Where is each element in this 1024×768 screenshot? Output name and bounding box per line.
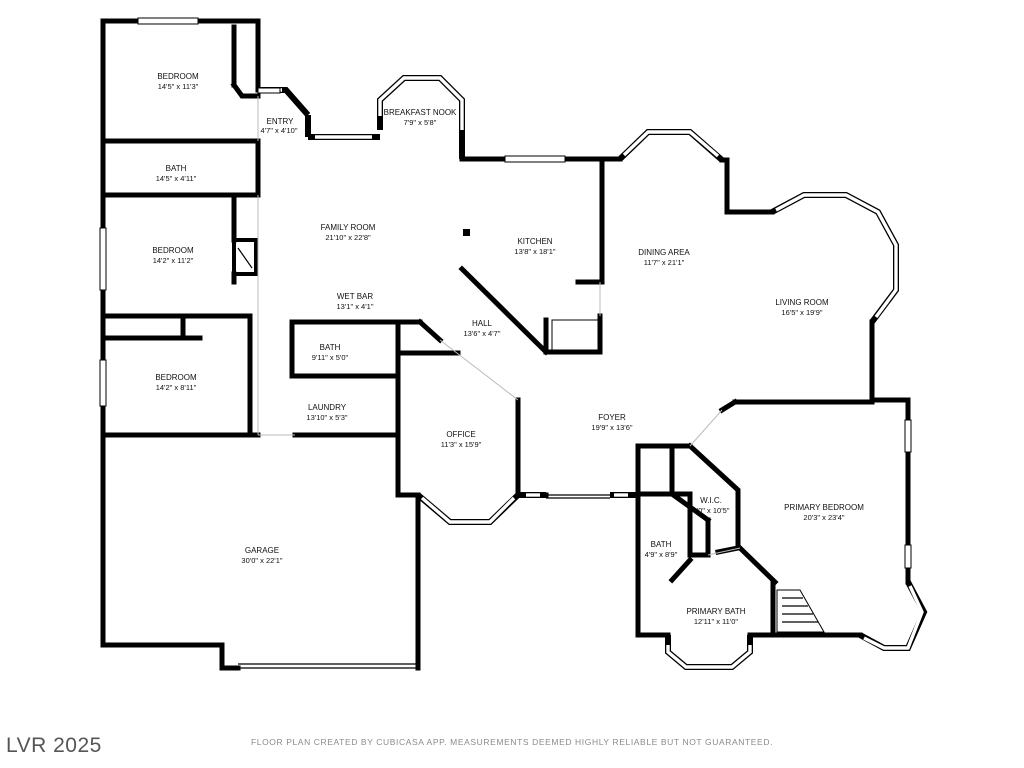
bedroom-1-dimensions: 14'5" x 11'3": [158, 82, 199, 91]
dining-area-dimensions: 11'7" x 21'1": [644, 258, 685, 267]
garage-dimensions: 30'0" x 22'1": [241, 556, 282, 565]
primary-bath-name: PRIMARY BATH: [686, 607, 745, 616]
windows: [99, 17, 912, 569]
room-labels: BEDROOM 14'5" x 11'3" ENTRY 4'7" x 4'10"…: [152, 72, 864, 626]
bath-3-dimensions: 4'9" x 8'9": [645, 550, 678, 559]
bedroom-2-dimensions: 14'2" x 11'2": [153, 256, 194, 265]
office-dimensions: 11'3" x 15'9": [441, 440, 482, 449]
wet-bar-name: WET BAR: [337, 292, 374, 301]
bath-3-name: BATH: [651, 540, 672, 549]
watermark-text: LVR 2025: [6, 734, 102, 757]
family-room-dimensions: 21'10" x 22'8": [325, 233, 371, 242]
living-room-dimensions: 16'5" x 19'9": [781, 308, 822, 317]
bay-windows: [258, 75, 928, 670]
bedroom-2-name: BEDROOM: [152, 246, 194, 255]
garage-name: GARAGE: [245, 546, 279, 555]
dining-area-name: DINING AREA: [638, 248, 690, 257]
hall-dimensions: 13'6" x 4'7": [464, 329, 501, 338]
primary-bath-dimensions: 12'11" x 11'0": [694, 617, 739, 626]
bath-1-name: BATH: [166, 164, 187, 173]
family-room-name: FAMILY ROOM: [321, 223, 376, 232]
kitchen-name: KITCHEN: [517, 237, 552, 246]
walls: [100, 18, 911, 671]
office-name: OFFICE: [446, 430, 475, 439]
entry-dimensions: 4'7" x 4'10": [261, 126, 298, 135]
foyer-dimensions: 19'9" x 13'6": [591, 423, 632, 432]
bedroom-3-dimensions: 14'2" x 8'11": [156, 383, 197, 392]
living-room-name: LIVING ROOM: [775, 298, 829, 307]
laundry-dimensions: 13'10" x 5'3": [306, 413, 347, 422]
entry-name: ENTRY: [267, 117, 295, 126]
foyer-name: FOYER: [598, 413, 626, 422]
laundry-name: LAUNDRY: [308, 403, 347, 412]
bath-2-dimensions: 9'11" x 5'0": [312, 353, 349, 362]
wic-dimensions: 6'0" x 10'5": [693, 506, 730, 515]
door-openings: [257, 96, 741, 556]
wet-bar-dimensions: 13'1" x 4'1": [337, 302, 374, 311]
breakfast-nook-name: BREAKFAST NOOK: [384, 108, 457, 117]
disclaimer-text: FLOOR PLAN CREATED BY CUBICASA APP. MEAS…: [250, 737, 774, 747]
bedroom-3-name: BEDROOM: [155, 373, 197, 382]
primary-bedroom-dimensions: 20'3" x 23'4": [803, 513, 844, 522]
bath-2-name: BATH: [320, 343, 341, 352]
primary-bedroom-name: PRIMARY BEDROOM: [784, 503, 864, 512]
hall-name: HALL: [472, 319, 493, 328]
wic-name: W.I.C.: [700, 496, 722, 505]
kitchen-dimensions: 13'8" x 18'1": [514, 247, 555, 256]
bath-1-dimensions: 14'5" x 4'11": [156, 174, 197, 183]
breakfast-nook-dimensions: 7'9" x 5'8": [404, 118, 437, 127]
bedroom-1-name: BEDROOM: [157, 72, 199, 81]
